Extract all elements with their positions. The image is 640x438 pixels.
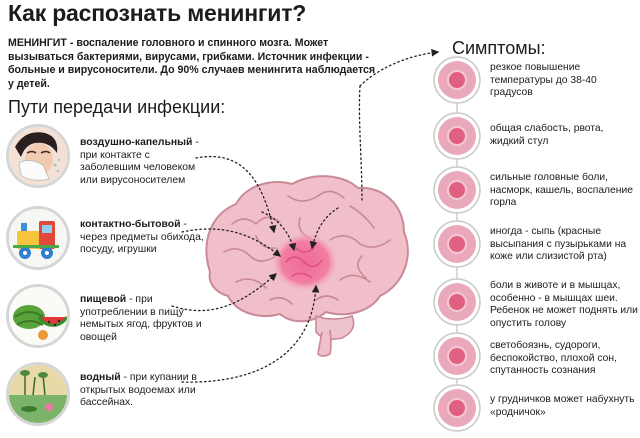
intro-term: МЕНИНГИТ [8, 37, 67, 49]
symptoms-heading: Симптомы: [452, 38, 546, 58]
route-airborne-desc: - при контакте с заболевшим человеком ил… [80, 137, 199, 186]
symptom-text: иногда - сыпь (красные высыпания с пузыр… [490, 226, 627, 263]
symptoms-arrow-base [358, 85, 363, 201]
inner-arrow-left [261, 211, 297, 252]
route-contact: контактно-бытовой - через предметы обихо… [80, 219, 210, 257]
fruit-icon [6, 284, 70, 348]
symptom-text: сильные головные боли, насморк, кашель, … [490, 172, 633, 209]
sneezing-person-icon [6, 124, 70, 188]
routes-heading: Пути передачи инфекции: [8, 97, 226, 117]
symptom-bullet-icon [433, 332, 481, 380]
symptom-bullet-icon [433, 56, 481, 104]
route-water: водный - при купании в открытых водоемах… [80, 372, 210, 410]
page-title: Как распознать менингит? [8, 0, 307, 26]
symptom-bullet-icon [433, 166, 481, 214]
intro-text: - воспаление головного и спинного мозга.… [8, 37, 376, 90]
water-arrow [181, 284, 320, 383]
route-water-desc: - при купании в открытых водоемах или ба… [80, 372, 197, 409]
symptom-bullet-icon [433, 384, 481, 432]
symptom-text: светобоязнь, судороги, беспокойство, пло… [490, 340, 617, 377]
route-food-name: пищевой [80, 294, 127, 305]
symptom-bullet-icon [433, 278, 481, 326]
intro-paragraph: МЕНИНГИТ - воспаление головного и спинно… [8, 37, 380, 91]
pond-icon [6, 362, 70, 426]
symptom-text: у грудничков может набухнуть «родничок» [490, 394, 635, 418]
food-arrow [171, 273, 277, 312]
route-food-desc: - при употреблении в пищу немытых ягод, … [80, 294, 202, 343]
symptom-text: общая слабость, рвота, жидкий стул [490, 123, 604, 147]
symptom-bullet-icon [433, 112, 481, 160]
route-airborne: воздушно-капельный - при контакте с забо… [80, 137, 210, 187]
route-contact-name: контактно-бытовой [80, 219, 181, 230]
airborne-arrow [195, 156, 277, 234]
route-water-name: водный [80, 372, 121, 383]
symptoms-arrow [359, 48, 440, 87]
symptom-text: боли в животе и в мышцах, особенно - в м… [490, 280, 638, 329]
symptom-bullet-icon [433, 220, 481, 268]
route-airborne-name: воздушно-капельный [80, 137, 193, 148]
route-food: пищевой - при употреблении в пищу немыты… [80, 294, 210, 344]
inner-arrow-top [309, 207, 339, 250]
brain-icon [205, 175, 409, 357]
symptom-text: резкое повышение температуры до 38-40 гр… [490, 62, 597, 99]
toy-train-icon [6, 206, 70, 270]
route-contact-desc: - через предметы обихода, посуду, игрушк… [80, 219, 204, 256]
